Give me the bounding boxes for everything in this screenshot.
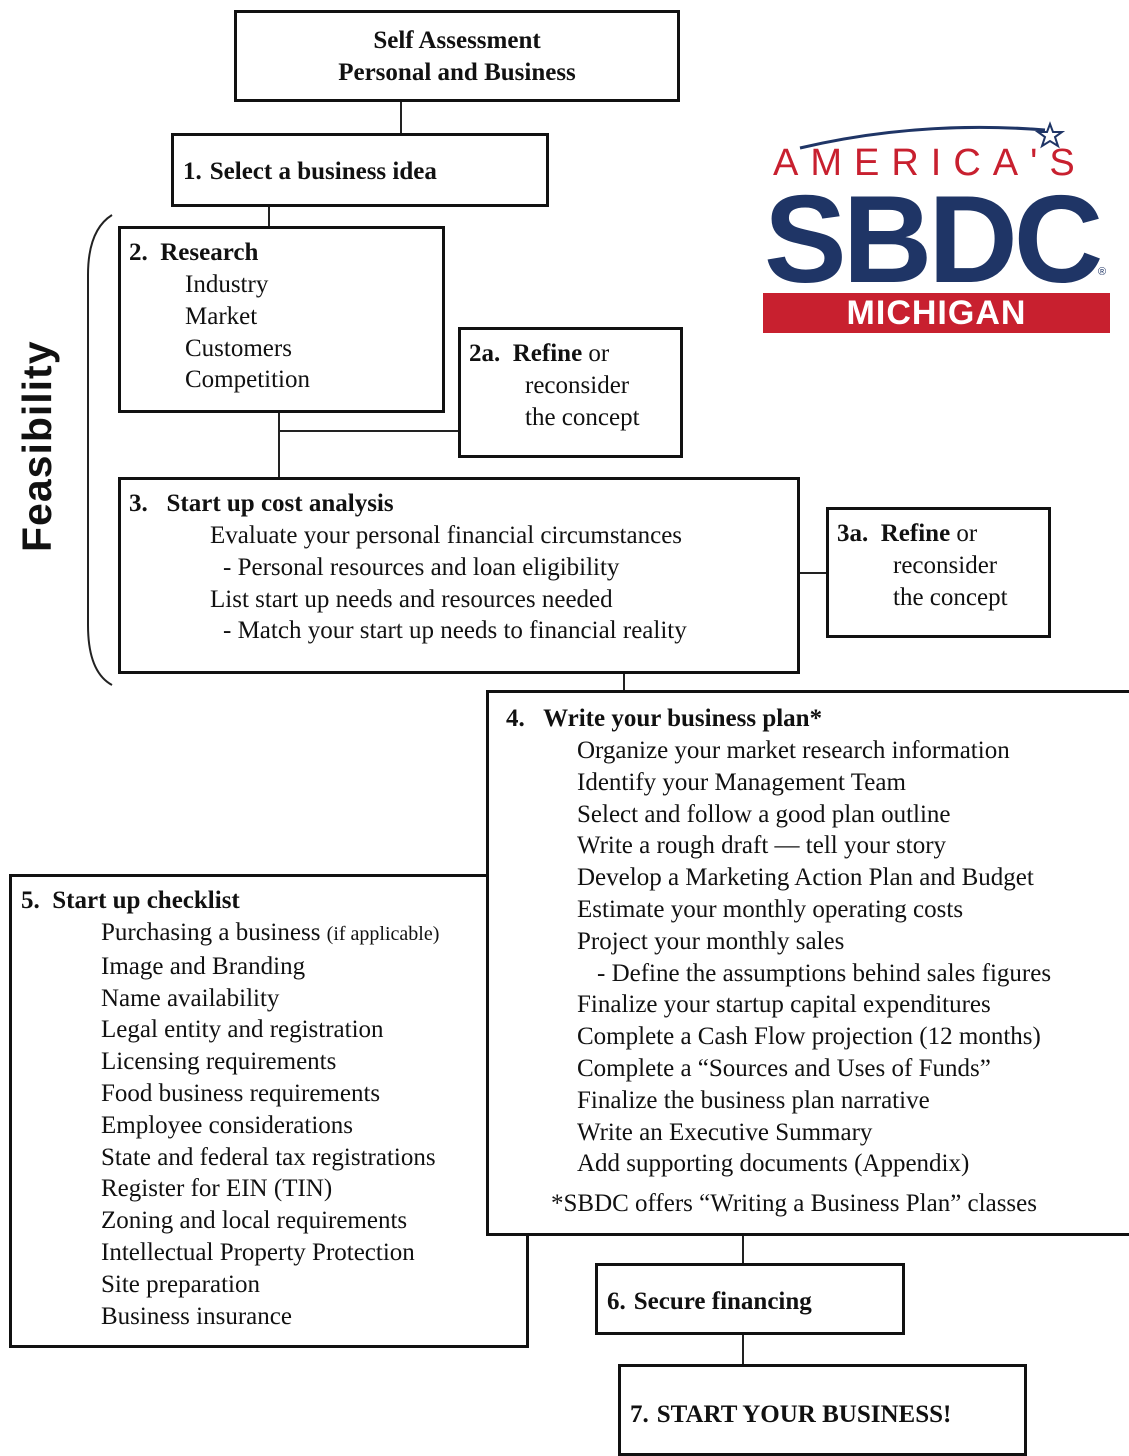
registered-mark: ®	[1098, 266, 1107, 278]
step5-title: Start up checklist	[52, 887, 240, 914]
step3a-number: 3a.	[837, 520, 869, 547]
step5-item: Zoning and local requirements	[101, 1207, 408, 1235]
step3a-line2: reconsider	[893, 552, 998, 579]
step1-title: Select a business idea	[209, 158, 437, 185]
step4-item: Develop a Marketing Action Plan and Budg…	[577, 864, 1034, 892]
step5-item: State and federal tax registrations	[101, 1143, 436, 1171]
step3-subitem: - Personal resources and loan eligibilit…	[223, 553, 620, 581]
step4-number: 4.	[506, 705, 525, 732]
step6-box: 6. Secure financing	[595, 1263, 905, 1335]
step4-item: Project your monthly sales	[577, 927, 845, 955]
step4-item: Organize your market research informatio…	[577, 737, 1010, 764]
step2-item: Industry	[185, 271, 269, 298]
step4-item: Identify your Management Team	[577, 768, 906, 796]
step2-title: Research	[160, 239, 259, 266]
step3-item: List start up needs and resources needed	[210, 585, 613, 613]
step4-item: Finalize the business plan narrative	[577, 1086, 930, 1114]
step5-item-note: (if applicable)	[326, 923, 440, 945]
step7-number: 7.	[630, 1401, 649, 1428]
logo-sbdc: SBDC	[764, 171, 1103, 309]
step1-box: 1. Select a business idea	[171, 133, 549, 207]
step2a-title: Refine	[512, 340, 583, 367]
step3-box: 3. Start up cost analysis Evaluate your …	[118, 477, 800, 674]
step6-title: Secure financing	[633, 1288, 812, 1315]
step1-number: 1.	[183, 158, 202, 185]
step2a-number: 2a.	[469, 340, 501, 367]
step7-title: START YOUR BUSINESS!	[656, 1401, 952, 1428]
step4-item: Complete a Cash Flow projection (12 mont…	[577, 1023, 1041, 1051]
step4-item: Write an Executive Summary	[577, 1118, 873, 1146]
step2-number: 2.	[129, 239, 148, 266]
step5-item: Purchasing a business	[101, 919, 321, 946]
step2-item: Customers	[185, 334, 292, 362]
step5-item: Food business requirements	[101, 1079, 381, 1107]
feasibility-label: Feasibility	[14, 340, 60, 552]
logo-americas: AMERICA'S	[773, 142, 1087, 184]
step3-subitem: - Match your start up needs to financial…	[223, 617, 687, 645]
self-assessment-box: Self Assessment Personal and Business	[234, 10, 680, 102]
step5-item: Site preparation	[101, 1270, 260, 1298]
step3-number: 3.	[129, 490, 148, 517]
step4-item: Finalize your startup capital expenditur…	[577, 991, 991, 1019]
step5-item: Intellectual Property Protection	[101, 1238, 415, 1266]
step2a-line2: reconsider	[525, 372, 630, 399]
step4-item: Select and follow a good plan outline	[577, 800, 951, 828]
step3a-or: or	[950, 520, 978, 547]
step4-box: 4. Write your business plan* Organize yo…	[486, 690, 1129, 1236]
step5-number: 5.	[21, 887, 40, 914]
step4-item: Add supporting documents (Appendix)	[577, 1150, 970, 1178]
step3a-line3: the concept	[893, 583, 1008, 611]
step3-item: Evaluate your personal financial circums…	[210, 522, 683, 549]
step6-number: 6.	[607, 1288, 626, 1315]
logo-michigan: MICHIGAN	[763, 293, 1110, 333]
step3a-title: Refine	[880, 520, 951, 547]
self-assessment-line2: Personal and Business	[338, 59, 576, 86]
step2-item: Market	[185, 302, 258, 330]
swoosh-star-icon	[799, 121, 1066, 150]
step4-item: Complete a “Sources and Uses of Funds”	[577, 1054, 991, 1082]
step4-title: Write your business plan*	[543, 705, 823, 732]
step5-item: Image and Branding	[101, 952, 306, 980]
step2-item: Competition	[185, 366, 310, 394]
step4-item: Write a rough draft — tell your story	[577, 832, 947, 860]
step2-box: 2. Research Industry Market Customers Co…	[118, 226, 445, 413]
feasibility-bracket	[87, 214, 113, 686]
step4-item: Estimate your monthly operating costs	[577, 895, 964, 923]
step5-item: Business insurance	[101, 1302, 292, 1330]
step2a-or: or	[582, 340, 610, 367]
step5-item: Employee considerations	[101, 1111, 354, 1139]
step3a-box: 3a. Refine or reconsider the concept	[826, 507, 1051, 638]
step2a-line3: the concept	[525, 403, 640, 431]
step5-box: 5. Start up checklist Purchasing a busin…	[9, 874, 529, 1348]
step5-item: Name availability	[101, 984, 280, 1012]
step5-item: Legal entity and registration	[101, 1016, 384, 1044]
self-assessment-line1: Self Assessment	[373, 27, 541, 54]
step7-box: 7. START YOUR BUSINESS!	[618, 1364, 1027, 1456]
step2a-box: 2a. Refine or reconsider the concept	[458, 327, 683, 458]
step3-title: Start up cost analysis	[166, 490, 394, 517]
step4-note: *SBDC offers “Writing a Business Plan” c…	[551, 1190, 1037, 1218]
step4-subitem: - Define the assumptions behind sales fi…	[597, 959, 1052, 987]
step5-item: Register for EIN (TIN)	[101, 1175, 333, 1203]
step5-item: Licensing requirements	[101, 1048, 337, 1076]
